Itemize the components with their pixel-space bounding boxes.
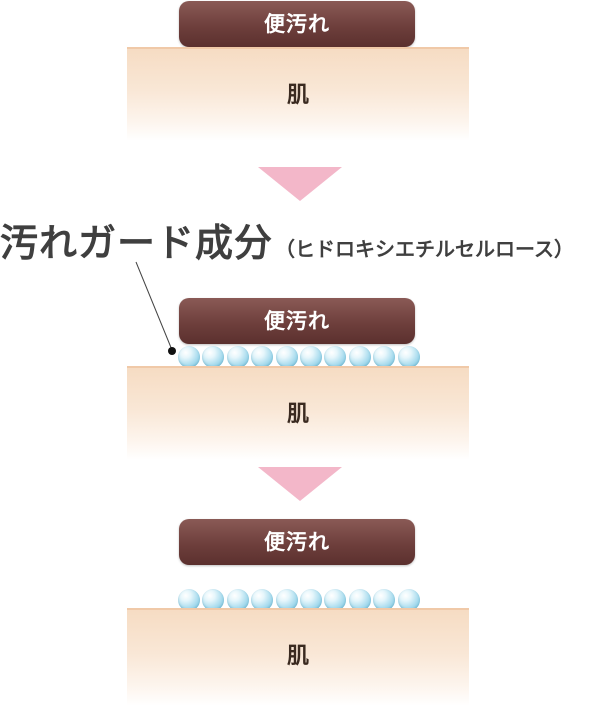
ingredient-detail: （ヒドロキシエチルセルロース） (275, 237, 575, 261)
dirt-label: 便汚れ (264, 530, 330, 554)
skin-layer: 肌 (127, 608, 469, 706)
guard-bead (373, 589, 396, 611)
guard-bead (251, 346, 274, 368)
skin-label: 肌 (286, 644, 309, 669)
guard-bead (324, 346, 347, 368)
guard-bead (275, 346, 298, 368)
down-arrow-1 (258, 167, 342, 201)
guard-bead (397, 589, 420, 611)
dirt-block: 便汚れ (179, 298, 415, 344)
skin-label: 肌 (286, 402, 309, 427)
guard-bead (348, 589, 371, 611)
skin-label: 肌 (286, 83, 309, 108)
guard-bead (202, 589, 225, 611)
dirt-block: 便汚れ (179, 1, 415, 47)
down-arrow-2 (258, 467, 342, 501)
dirt-label: 便汚れ (264, 12, 330, 36)
guard-bead (178, 346, 200, 368)
skin-layer: 肌 (127, 47, 469, 141)
guard-bead (226, 346, 249, 368)
ingredient-caption: 汚れガード成分（ヒドロキシエチルセルロース） (0, 212, 574, 267)
guard-bead (373, 346, 396, 368)
guard-bead (178, 589, 200, 611)
skin-layer: 肌 (127, 366, 469, 460)
guard-bead (397, 346, 420, 368)
dirt-label: 便汚れ (264, 309, 330, 333)
guard-bead (202, 346, 225, 368)
dirt-block: 便汚れ (179, 519, 415, 565)
guard-bead (275, 589, 298, 611)
ingredient-name: 汚れガード成分 (0, 221, 274, 265)
guard-bead (324, 589, 347, 611)
guard-bead (300, 589, 322, 611)
guard-bead (300, 346, 322, 368)
guard-bead (251, 589, 274, 611)
guard-bead (226, 589, 249, 611)
guard-bead (348, 346, 371, 368)
